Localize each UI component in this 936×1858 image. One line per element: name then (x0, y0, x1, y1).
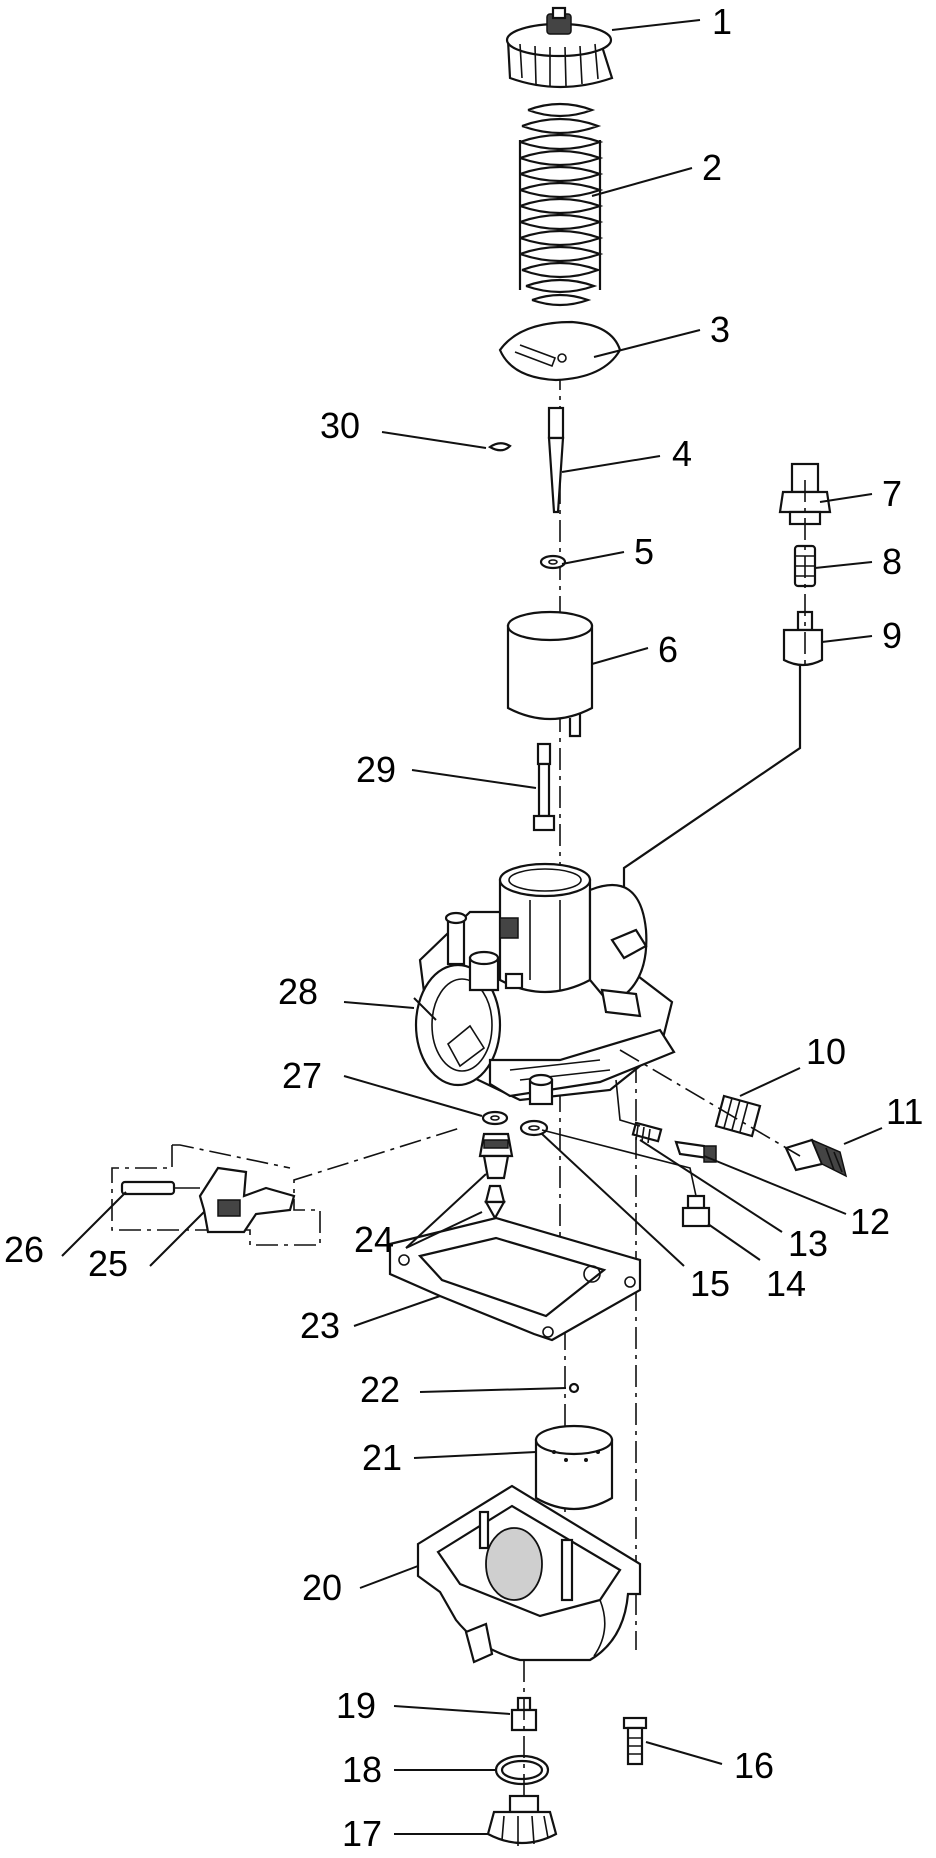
callout-11: 11 (886, 1091, 923, 1132)
callout-12: 12 (850, 1201, 890, 1242)
part-1-cap (505, 6, 614, 89)
callout-24: 24 (354, 1219, 394, 1260)
axis-14 (541, 1129, 697, 1197)
callout-2: 2 (702, 147, 722, 188)
part-30-clip (487, 442, 512, 452)
callout-15: 15 (690, 1263, 730, 1304)
callout-18: 18 (342, 1749, 382, 1790)
part-19-drain-jet (510, 1696, 538, 1732)
axis-10-11 (619, 1049, 801, 1157)
part-10-spring (714, 1094, 762, 1138)
axis-12-13 (615, 1079, 641, 1127)
callout-3: 3 (710, 309, 730, 350)
callout-1: 1 (712, 1, 732, 42)
callout-23: 23 (300, 1305, 340, 1346)
part-9-plunger (782, 610, 824, 667)
callout-26: 26 (4, 1229, 44, 1270)
cable-line-9 (622, 664, 802, 940)
part-4-needle (547, 406, 565, 514)
callout-5: 5 (634, 531, 654, 572)
part-24-jets (478, 1132, 514, 1221)
callout-17: 17 (342, 1813, 382, 1854)
callout-22: 22 (360, 1369, 400, 1410)
part-3-plate (498, 320, 622, 382)
part-15-washer (519, 1119, 549, 1137)
part-20-float-bowl (416, 1484, 642, 1664)
callout-14: 14 (766, 1263, 806, 1304)
callout-8: 8 (882, 541, 902, 582)
part-27-washer (481, 1110, 509, 1126)
part-13-screw (631, 1121, 663, 1144)
part-25-float-arm (198, 1166, 296, 1234)
callout-16: 16 (734, 1745, 774, 1786)
leader-lines (61, 19, 883, 1835)
part-16-screw (622, 1716, 648, 1766)
part-29-needle-jet (532, 742, 556, 832)
part-14-screw (681, 1194, 711, 1228)
part-21-float (534, 1424, 614, 1511)
callout-6: 6 (658, 629, 678, 670)
callout-4: 4 (672, 433, 692, 474)
part-6-slide (506, 610, 594, 738)
part-17-drain-plug (486, 1794, 558, 1846)
callout-27: 27 (282, 1055, 322, 1096)
callout-28: 28 (278, 971, 318, 1012)
part-28-carburetor-body (414, 862, 676, 1106)
part-26-pin (120, 1180, 200, 1196)
callout-21: 21 (362, 1437, 402, 1478)
part-23-gasket (388, 1216, 642, 1342)
callout-9: 9 (882, 615, 902, 656)
part-2-spring (518, 102, 604, 307)
part-11-screw (784, 1138, 848, 1178)
callout-25: 25 (88, 1243, 128, 1284)
callout-20: 20 (302, 1567, 342, 1608)
callout-30: 30 (320, 405, 360, 446)
callout-10: 10 (806, 1031, 846, 1072)
callout-19: 19 (336, 1685, 376, 1726)
part-22-ball (568, 1382, 580, 1394)
callout-7: 7 (882, 473, 902, 514)
part-18-o-ring (494, 1754, 550, 1786)
callout-13: 13 (788, 1223, 828, 1264)
callout-29: 29 (356, 749, 396, 790)
callout-labels: 1 2 3 4 5 6 7 8 9 10 11 12 13 14 15 16 1… (4, 1, 923, 1854)
part-5-washer (539, 554, 567, 570)
